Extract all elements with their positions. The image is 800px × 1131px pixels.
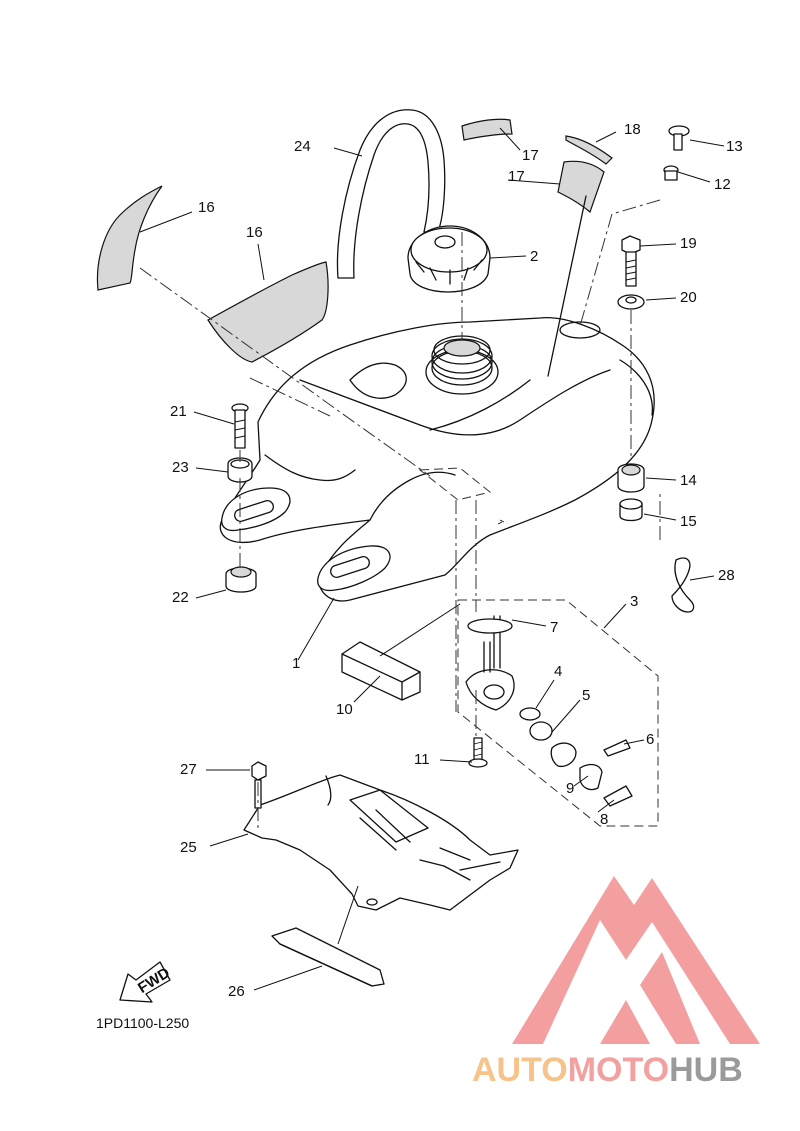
pad-26 [271, 927, 385, 987]
bolt-27 [251, 761, 267, 809]
callout-16-a: 16 [198, 199, 215, 216]
callout-numbers: 1 2 3 4 5 6 7 8 9 10 11 12 13 14 15 16 1… [170, 121, 743, 1000]
callout-21: 21 [170, 403, 187, 420]
clip-28 [671, 557, 695, 613]
watermark-logo-icon [512, 876, 760, 1044]
seal-17-top [461, 118, 513, 141]
leader-lines [139, 127, 725, 991]
rod-link [547, 195, 587, 377]
bolt-21 [231, 403, 249, 449]
callout-17-b: 17 [508, 168, 525, 185]
watermark-brand: AUTOMOTOHUB [472, 1051, 743, 1089]
callout-14: 14 [680, 472, 697, 489]
callout-13: 13 [726, 138, 743, 155]
callout-27: 27 [180, 761, 197, 778]
collar-23 [227, 457, 253, 483]
guard-plate [243, 774, 519, 911]
collar-12 [663, 165, 679, 181]
pad-16-left [96, 185, 163, 291]
callout-19: 19 [680, 235, 697, 252]
callout-5: 5 [582, 687, 590, 704]
seal-17-mid [557, 160, 605, 214]
callout-15: 15 [680, 513, 697, 530]
callout-11: 11 [414, 751, 430, 768]
callout-2: 2 [530, 248, 538, 265]
callout-7: 7 [550, 619, 558, 636]
fuel-tank [219, 316, 655, 602]
damper-14 [617, 463, 645, 493]
collar-15 [619, 498, 643, 522]
callout-3: 3 [630, 593, 638, 610]
callout-20: 20 [680, 289, 697, 306]
callout-10: 10 [336, 701, 353, 718]
damper-22 [225, 566, 257, 593]
watermark-hub: HUB [669, 1051, 743, 1089]
callout-22: 22 [172, 589, 189, 606]
watermark-auto: AUTO [472, 1051, 568, 1089]
cover-18 [565, 135, 613, 165]
callout-8: 8 [600, 811, 608, 828]
callout-1: 1 [292, 655, 300, 672]
cushion-10 [341, 641, 421, 701]
callout-17-a: 17 [522, 147, 539, 164]
bolt-11 [468, 737, 488, 768]
washer-20 [617, 294, 645, 310]
fuel-cap [407, 225, 491, 293]
callout-18: 18 [624, 121, 641, 138]
callout-26: 26 [228, 983, 245, 1000]
bolt-19 [621, 235, 641, 287]
alignment-lines [139, 199, 661, 832]
diagram-code: 1PD1100-L250 [96, 1015, 189, 1031]
callout-24: 24 [294, 138, 311, 155]
fwd-arrow-icon: FWD [119, 961, 173, 1003]
watermark-moto: MOTO [568, 1051, 669, 1089]
callout-25: 25 [180, 839, 197, 856]
callout-9: 9 [566, 780, 574, 797]
fuel-cock-assembly [457, 599, 659, 827]
callout-12: 12 [714, 176, 731, 193]
callout-16-b: 16 [246, 224, 263, 241]
screw-13 [668, 125, 690, 151]
pad-16-top [207, 261, 329, 363]
callout-23: 23 [172, 459, 189, 476]
callout-28: 28 [718, 567, 735, 584]
callout-4: 4 [554, 663, 562, 680]
callout-6: 6 [646, 731, 654, 748]
